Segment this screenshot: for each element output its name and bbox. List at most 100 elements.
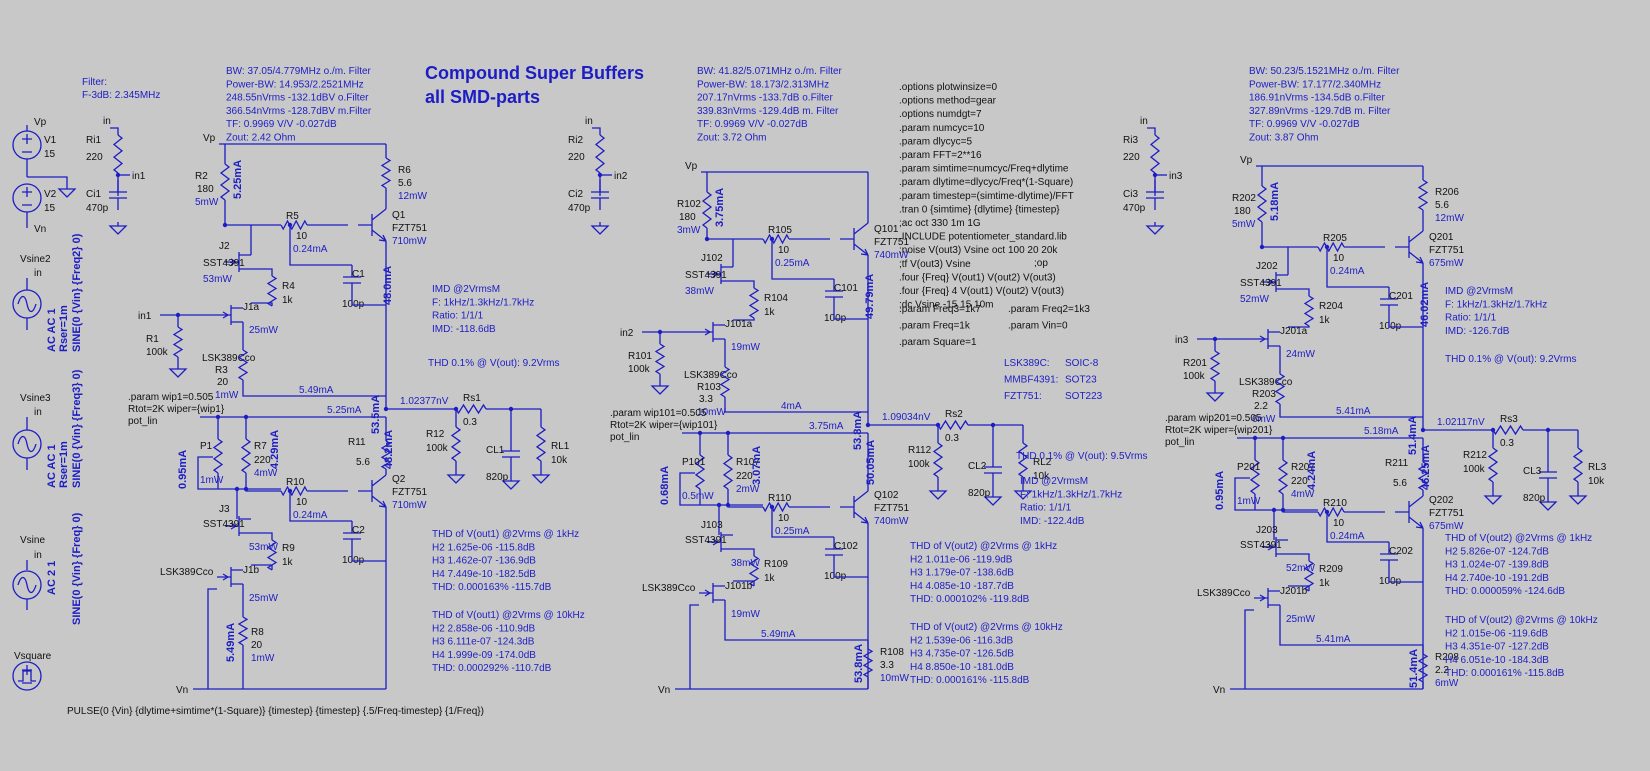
capacitor-symbol: [825, 279, 843, 309]
power-value: 5mW: [195, 197, 219, 208]
resistor-symbol: [932, 442, 944, 478]
part-name: Q101: [874, 224, 899, 235]
part-value: 5.6: [356, 457, 370, 468]
part-name: RL1: [551, 441, 570, 452]
spice-directive: .param Freq3=1k7: [899, 304, 981, 315]
power-value: 10mW: [880, 673, 909, 684]
junction-dot: [1259, 244, 1265, 250]
part-value: 3.3: [880, 660, 894, 671]
current-value: 0.24mA: [293, 244, 328, 255]
npn-transistor-symbol: [1395, 230, 1424, 264]
ground-icon: [446, 471, 466, 484]
junction-dot: [769, 236, 775, 242]
wire: [1282, 510, 1385, 513]
part-value: 10: [296, 497, 308, 508]
part-name: R204: [1319, 301, 1343, 312]
part-name: CL3: [1523, 466, 1542, 477]
junction-dot: [215, 414, 221, 420]
part-name: Q201: [1429, 232, 1454, 243]
wire: [1254, 438, 1284, 460]
part-name: R11: [348, 437, 366, 448]
capacitor-symbol: [591, 180, 609, 210]
part-name: J202: [1256, 261, 1278, 272]
part-value: 180: [197, 184, 214, 195]
wire: [245, 489, 348, 492]
thd-1k-note: H4 2.740e-10 -191.2dB: [1445, 573, 1549, 584]
part-value: 0.3: [945, 433, 959, 444]
wire: [771, 239, 834, 280]
wire: [26, 159, 68, 185]
power-value: 675mW: [1429, 521, 1464, 532]
part-name: R206: [1435, 187, 1459, 198]
net-label: Vp: [685, 161, 698, 172]
current-value: 53.8mA: [852, 411, 864, 450]
wire: [1388, 317, 1423, 328]
part-value: FZT751: [874, 237, 909, 248]
part-name: Q202: [1429, 495, 1454, 506]
capacitor-symbol: [825, 537, 843, 567]
power-value: 52mW: [1286, 563, 1315, 574]
polarity-icon: [22, 187, 32, 206]
junction-dot: [716, 502, 722, 508]
power-value: 6mW: [1435, 678, 1459, 689]
spec-note: 327.89nVrms -129.7dB m. Filter: [1249, 106, 1391, 117]
thd-1k-note: H4 4.085e-10 -187.7dB: [910, 581, 1014, 592]
wire: [1147, 127, 1156, 135]
net-label: Vp: [203, 133, 216, 144]
jfet-symbol: [225, 516, 251, 536]
part-value: 0.3: [463, 417, 477, 428]
wire: [207, 588, 217, 689]
part-value: 220: [1123, 152, 1140, 163]
imd-note: F: 1kHz/1.3kHz/1.7kHz: [1445, 299, 1547, 310]
ground-icon: [1538, 498, 1558, 511]
wire: [724, 633, 868, 641]
part-value: 100k: [908, 459, 931, 470]
power-value: 53mW: [249, 542, 278, 553]
part-value: 820p: [1523, 493, 1546, 504]
npn-transistor-symbol: [1395, 495, 1424, 529]
power-value: 53mW: [203, 274, 232, 285]
wire: [351, 551, 386, 562]
part-name: C101: [834, 283, 858, 294]
current-value: 5.25mA: [232, 160, 244, 199]
part-name: RL3: [1588, 462, 1607, 473]
part-value: 20: [251, 640, 263, 651]
part-name: R109: [764, 559, 788, 570]
part-value: LSK389Cco: [684, 370, 738, 381]
spec-note: 339.83nVrms -129.4dB m. Filter: [697, 106, 839, 117]
resistor-symbol: [212, 438, 224, 474]
wire: [251, 268, 273, 306]
current-value: 5.25mA: [327, 405, 362, 416]
thd-1k-note: THD: 0.000059% -124.6dB: [1445, 586, 1565, 597]
part-value: SST4391: [685, 535, 727, 546]
capacitor-symbol: [343, 521, 361, 551]
part-name: RL2: [1033, 457, 1052, 468]
capacitor-symbol: [1539, 465, 1557, 485]
spec-note: Power-BW: 17.177/2.340MHz: [1249, 79, 1381, 90]
current-value: 51.4mA: [1408, 649, 1420, 688]
resistor-symbol: [762, 233, 790, 245]
part-name: R107: [736, 457, 760, 468]
spec-note: TF: 0.9969 V/V -0.027dB: [697, 119, 808, 130]
part-name: J201a: [1280, 326, 1308, 337]
current-value: 48.0mA: [382, 266, 394, 305]
spice-directive: .options numdgt=7: [899, 109, 982, 120]
imd-note: IMD: -126.7dB: [1445, 326, 1510, 337]
resistor-symbol: [1317, 241, 1345, 253]
spice-directive: .param timestep=(simtime-dlytime)/FFT: [899, 191, 1074, 202]
pot-directive: pot_lin: [610, 432, 639, 443]
ground-icon: [590, 222, 610, 235]
junction-dot: [115, 172, 121, 178]
resistor-symbol: [266, 275, 278, 307]
net-label: Vp: [1240, 155, 1253, 166]
current-value: 5.49mA: [761, 629, 796, 640]
resistor-symbol: [266, 539, 278, 571]
part-name: Ci2: [568, 189, 583, 200]
part-name: Ri2: [568, 135, 583, 146]
part-name: R9: [282, 543, 295, 554]
power-value: 1mW: [1237, 496, 1261, 507]
part-value: 5.6: [1393, 478, 1407, 489]
imd-note: IMD: -118.6dB: [432, 324, 496, 335]
part-name: J201b: [1280, 586, 1308, 597]
thd-1k-note: THD of V(out2) @2Vrms @ 1kHz: [910, 541, 1057, 552]
